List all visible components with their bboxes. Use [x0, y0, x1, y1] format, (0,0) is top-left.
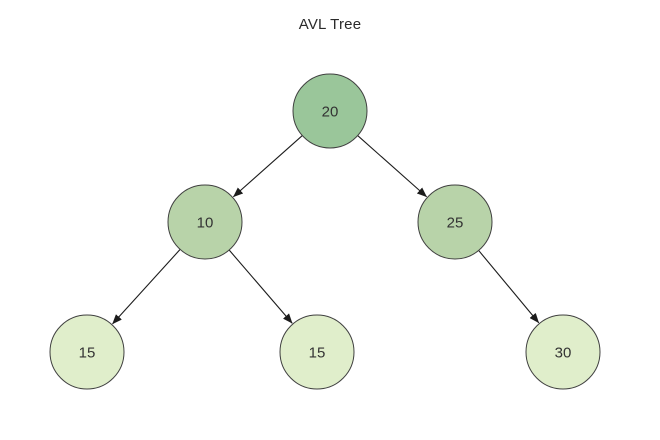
tree-node-circle [49, 314, 125, 390]
diagram-title: AVL Tree [298, 16, 362, 33]
tree-node-circle [417, 184, 493, 260]
tree-node-20: 20 [292, 73, 368, 149]
tree-node-circle [167, 184, 243, 260]
tree-node-25: 25 [417, 184, 493, 260]
tree-node-30: 30 [525, 314, 601, 390]
tree-node-label: 20 [322, 103, 339, 120]
tree-node-label: 15 [309, 344, 326, 361]
tree-node-circle [292, 73, 368, 149]
tree-node-label: 15 [79, 344, 96, 361]
tree-node-10: 10 [167, 184, 243, 260]
tree-edge-25-30 [478, 250, 540, 324]
tree-edge-20-25 [357, 135, 427, 198]
tree-node-label: 10 [197, 214, 214, 231]
tree-node-circle [279, 314, 355, 390]
tree-node-15r: 15 [279, 314, 355, 390]
tree-node-circle [525, 314, 601, 390]
tree-edge-20-10 [233, 135, 303, 198]
tree-edge-10-15 [112, 249, 181, 325]
tree-edge-10-15 [228, 249, 293, 324]
tree-node-label: 30 [555, 344, 572, 361]
tree-node-label: 25 [447, 214, 464, 231]
tree-node-15l: 15 [49, 314, 125, 390]
